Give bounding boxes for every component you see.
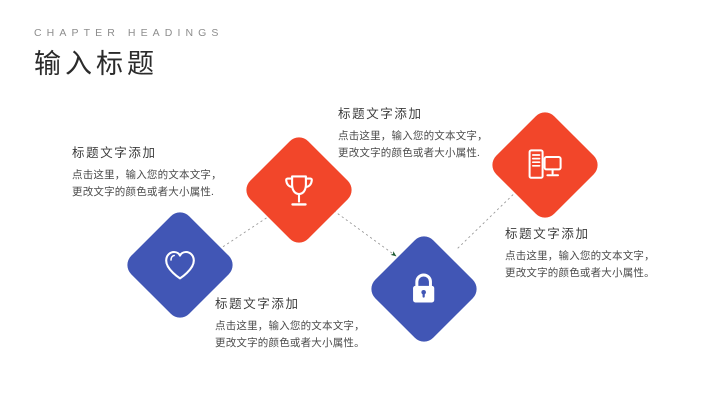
chapter-eyebrow: CHAPTER HEADINGS [34,27,224,39]
node-heart[interactable] [122,207,238,323]
text-block-top-line2: 更改文字的颜色或者大小属性. [338,147,480,159]
text-block-bottom-title: 标题文字添加 [215,297,300,311]
text-block-right-line2: 更改文字的颜色或者大小属性。 [505,267,655,279]
page-title: 输入标题 [34,48,158,79]
computer-icon [527,148,563,182]
text-block-right: 标题文字添加 点击这里，输入您的文本文字， 更改文字的颜色或者大小属性。 [505,227,655,282]
text-block-right-line1: 点击这里，输入您的文本文字， [505,250,655,262]
node-computer[interactable] [487,107,603,223]
connector-trophy-to-lock [329,207,397,257]
text-block-top-title: 标题文字添加 [338,107,423,121]
trophy-icon [283,173,316,208]
text-block-bottom: 标题文字添加 点击这里，输入您的文本文字， 更改文字的颜色或者大小属性。 [215,297,365,352]
text-block-right-title: 标题文字添加 [505,227,590,241]
text-block-top-line1: 点击这里，输入您的文本文字， [338,130,488,142]
node-trophy[interactable] [241,132,357,248]
heart-icon [163,249,197,281]
text-block-left-line2: 更改文字的颜色或者大小属性. [72,186,214,198]
text-block-bottom-line1: 点击这里，输入您的文本文字， [215,320,365,332]
slide-header: CHAPTER HEADINGS 输入标题 [34,28,434,79]
text-block-left-title: 标题文字添加 [72,146,157,160]
lock-icon [409,272,439,307]
node-lock[interactable] [366,231,482,347]
text-block-left: 标题文字添加 点击这里，输入您的文本文字， 更改文字的颜色或者大小属性. [72,146,222,201]
text-block-top: 标题文字添加 点击这里，输入您的文本文字， 更改文字的颜色或者大小属性. [338,107,488,162]
text-block-left-line1: 点击这里，输入您的文本文字， [72,169,222,181]
text-block-bottom-line2: 更改文字的颜色或者大小属性。 [215,337,365,349]
